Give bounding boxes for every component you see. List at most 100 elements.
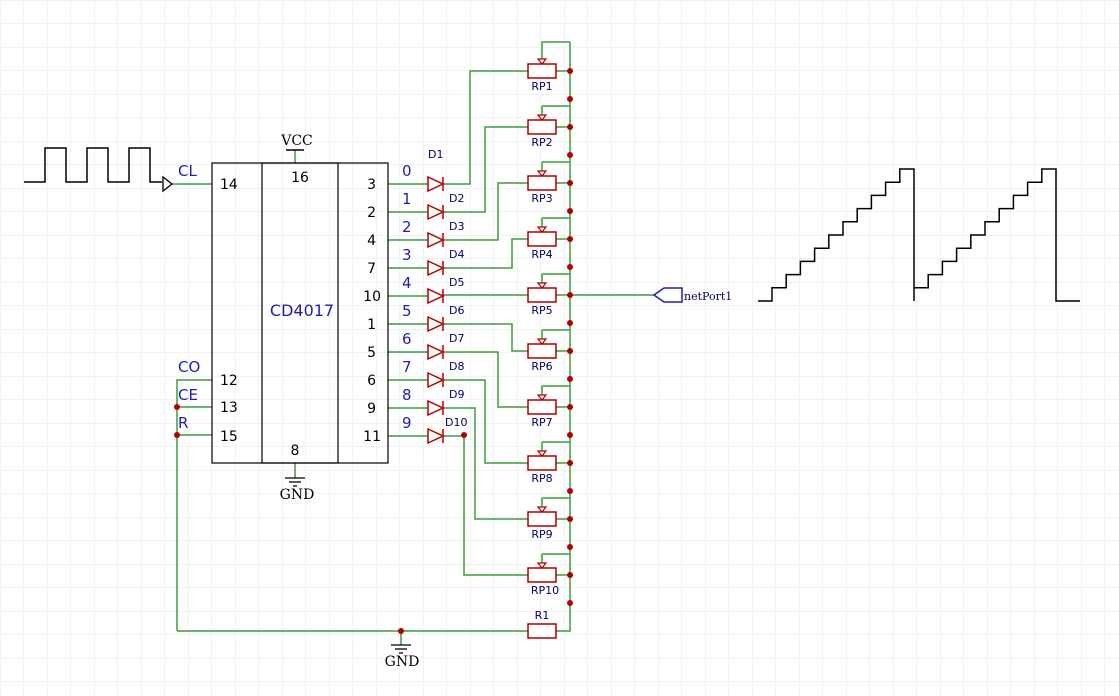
junction-dot <box>567 68 573 74</box>
pot-label-rp5: RP5 <box>531 304 552 317</box>
potentiometer <box>527 63 557 79</box>
junction-dot <box>567 516 573 522</box>
clock-input-arrow <box>162 175 174 193</box>
junction-dot <box>567 404 573 410</box>
net-label-ce: CE <box>178 386 198 404</box>
diode-wire <box>443 379 528 464</box>
diode-wire <box>443 182 528 241</box>
wiper-arrow-icon <box>536 506 548 513</box>
diode-wire <box>443 435 528 576</box>
out-label-3: 3 <box>402 246 412 264</box>
right-pin-numbers: 3 2 4 7 10 1 5 6 9 11 <box>363 177 381 445</box>
diode-icon <box>427 203 445 221</box>
out-label-1: 1 <box>402 190 412 208</box>
diode-icon <box>427 175 445 193</box>
pin-num-7: 7 <box>367 261 376 277</box>
out-label-5: 5 <box>402 302 412 320</box>
pot-label-rp9: RP9 <box>531 528 552 541</box>
wiper-arrow-icon <box>536 282 548 289</box>
diode-label-d1: D1 <box>428 148 443 161</box>
potentiometer <box>527 231 557 247</box>
net-port-symbol <box>652 287 683 303</box>
pin-num-10: 10 <box>363 289 381 305</box>
pot-label-rp8: RP8 <box>531 472 552 485</box>
diode-icon <box>427 343 445 361</box>
chip-pin-16: 16 <box>291 170 309 186</box>
diode-icon <box>427 259 445 277</box>
junction-dot <box>567 600 573 606</box>
pot-label-rp6: RP6 <box>531 360 552 373</box>
junction-dot <box>567 376 573 382</box>
potentiometer <box>527 343 557 359</box>
pot-label-rp4: RP4 <box>531 248 552 261</box>
pin-num-15: 15 <box>220 429 238 445</box>
diode-wire <box>443 70 528 185</box>
vcc-label: VCC <box>280 133 313 149</box>
potentiometer <box>527 511 557 527</box>
net-label-cl: CL <box>178 162 197 180</box>
diode-label-d3: D3 <box>449 220 464 233</box>
potentiometer <box>527 287 557 303</box>
out-label-0: 0 <box>402 162 412 180</box>
pin-num-14: 14 <box>220 177 238 193</box>
pin-num-13: 13 <box>220 400 238 416</box>
diode-label-d2: D2 <box>449 192 464 205</box>
pin-num-11: 11 <box>363 429 381 445</box>
diode-wire <box>443 126 528 213</box>
output-components <box>427 58 573 606</box>
diode-label-d10: D10 <box>445 416 467 429</box>
wiper-arrow-icon <box>536 226 548 233</box>
pin-num-3: 3 <box>367 177 376 193</box>
staircase-waveform <box>758 168 1080 302</box>
net-label-co: CO <box>178 358 200 376</box>
diode-icon <box>427 287 445 305</box>
gnd-symbol-bottom <box>391 644 411 654</box>
junction-dot <box>567 292 573 298</box>
gnd-label-bottom: GND <box>385 654 420 670</box>
wiper-arrow-icon <box>536 170 548 177</box>
out-label-7: 7 <box>402 358 412 376</box>
pot-label-rp7: RP7 <box>531 416 552 429</box>
pin-num-12: 12 <box>220 373 238 389</box>
pot-label-rp3: RP3 <box>531 192 552 205</box>
pin-num-2: 2 <box>367 205 376 221</box>
junction-dot <box>567 348 573 354</box>
diode-icon <box>427 315 445 333</box>
junction-dot <box>567 432 573 438</box>
chip-core <box>261 162 339 464</box>
potentiometer <box>527 567 557 583</box>
potentiometer <box>527 119 557 135</box>
diode-icon <box>427 371 445 389</box>
pin-num-5: 5 <box>367 345 376 361</box>
diode-label-d4: D4 <box>449 248 464 261</box>
pin-num-4: 4 <box>367 233 376 249</box>
diode-wire <box>443 323 528 352</box>
wiper-arrow-icon <box>536 450 548 457</box>
net-label-r: R <box>178 414 188 432</box>
wiper-arrow-icon <box>536 114 548 121</box>
potentiometer <box>527 399 557 415</box>
pot-label-rp10: RP10 <box>531 584 559 597</box>
junction-dot <box>567 544 573 550</box>
diode-label-d9: D9 <box>449 388 464 401</box>
diode-icon <box>427 427 445 445</box>
junction-dot <box>567 320 573 326</box>
clock-waveform <box>24 147 162 183</box>
net-port-label: netPort1 <box>684 290 732 303</box>
diode-wire <box>443 351 528 408</box>
wiper-arrow-icon <box>536 394 548 401</box>
out-label-8: 8 <box>402 386 412 404</box>
output-net-labels: 0 1 2 3 4 5 6 7 8 9 <box>402 162 412 432</box>
junction-dot <box>567 236 573 242</box>
junction-dot <box>567 572 573 578</box>
pin-num-9: 9 <box>367 401 376 417</box>
junction-dot <box>567 208 573 214</box>
chip-pin-8: 8 <box>291 443 300 459</box>
junction-dot <box>567 488 573 494</box>
diode-wire <box>443 238 528 269</box>
out-label-9: 9 <box>402 414 412 432</box>
gnd-label-chip: GND <box>280 487 315 503</box>
